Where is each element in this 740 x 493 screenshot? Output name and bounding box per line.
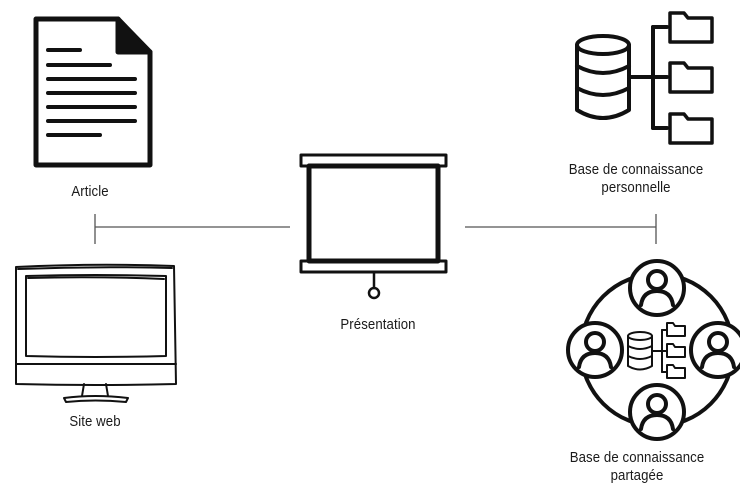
connector-left (94, 214, 290, 244)
article-label: Article (71, 183, 109, 200)
kb-partagee-label-line2: partagée (610, 467, 664, 484)
connector-right (465, 214, 657, 244)
user-avatar-left-icon (566, 321, 624, 379)
kb-personnelle-label-line2: personnelle (601, 179, 671, 196)
database-folders-icon (575, 11, 714, 145)
presentation-label: Présentation (340, 316, 416, 333)
kb-personnelle-label-line1: Base de connaissance (568, 161, 704, 178)
shared-database-users-icon (566, 259, 740, 441)
site-web-label: Site web (69, 413, 121, 430)
document-icon (33, 16, 153, 168)
user-avatar-bottom-icon (628, 383, 686, 441)
kb-personnelle-label: Base de connaissance personnelle (566, 161, 707, 197)
user-avatar-right-icon (689, 321, 740, 379)
kb-partagee-label-line1: Base de connaissance (569, 449, 705, 466)
projector-screen-icon (299, 153, 448, 300)
kb-partagee-label: Base de connaissance partagée (562, 449, 712, 485)
user-avatar-top-icon (628, 259, 686, 317)
monitor-icon (15, 263, 177, 403)
